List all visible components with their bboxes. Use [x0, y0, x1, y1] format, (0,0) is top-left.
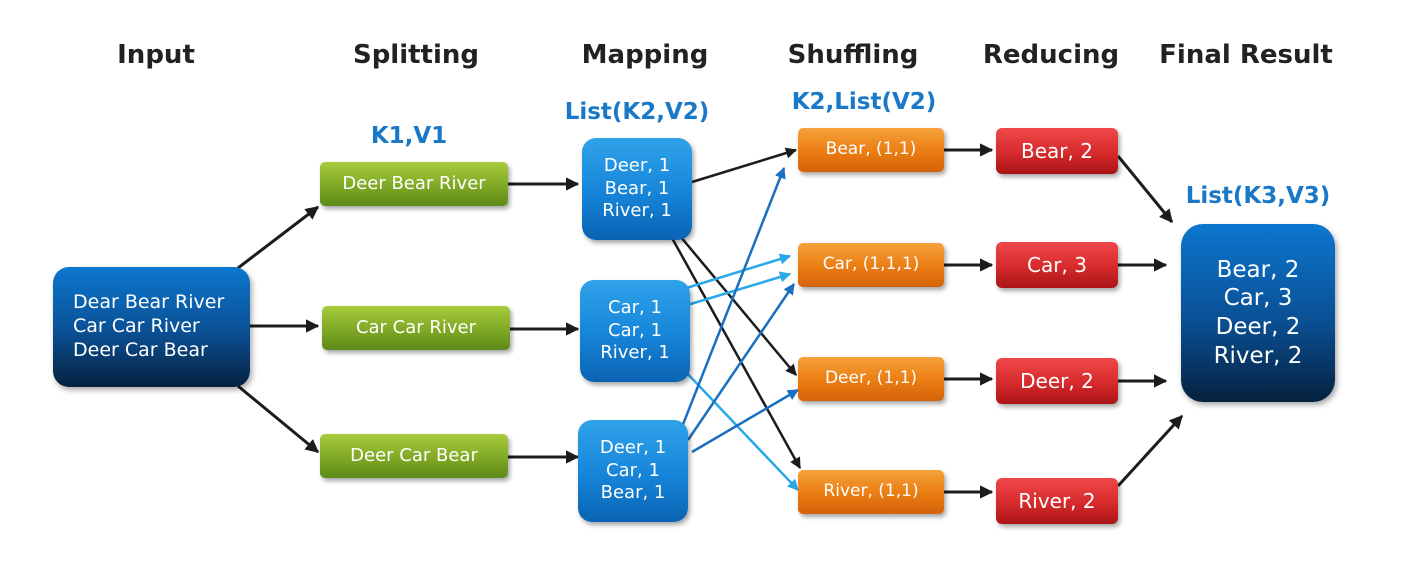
split-text: Car Car River: [355, 316, 477, 338]
map-pair: Deer, 1: [599, 437, 667, 459]
kv-label-mapping: List(K2,V2): [564, 99, 710, 125]
stage-title-reducing: Reducing: [982, 40, 1120, 70]
split-box-3: Deer Car Bear: [320, 434, 508, 478]
result-pair: Car, 3: [1223, 285, 1293, 312]
result-pair: River, 2: [1213, 342, 1303, 369]
reduce-box-bear: Bear, 2: [996, 128, 1118, 174]
map-pair: River, 1: [602, 200, 672, 222]
shuffle-text: River, (1,1): [823, 481, 919, 502]
arrow-input-split-3: [237, 384, 320, 454]
input-line: Dear Bear River: [73, 291, 225, 314]
arrow-input-split-1: [237, 205, 320, 270]
arrow-reduce-result-4: [1116, 414, 1184, 488]
reduce-box-car: Car, 3: [996, 242, 1118, 288]
kv-label-splitting: K1,V1: [370, 123, 448, 149]
arrow-map1-deer: [679, 235, 797, 376]
map-pair: Car, 1: [608, 319, 662, 341]
stage-title-final-result: Final Result: [1159, 40, 1333, 70]
stage-title-mapping: Mapping: [581, 40, 709, 70]
stage-title-shuffling: Shuffling: [787, 40, 919, 70]
shuffle-text: Car, (1,1,1): [822, 254, 920, 275]
shuffle-box-bear: Bear, (1,1): [798, 128, 944, 172]
arrow-map2-car-a: [679, 253, 792, 292]
reduce-text: River, 2: [1018, 488, 1096, 513]
shuffle-box-river: River, (1,1): [798, 470, 944, 514]
arrow-map3-car: [686, 283, 796, 441]
kv-label-shuffling: K2,List(V2): [791, 89, 937, 115]
reduce-text: Car, 3: [1027, 252, 1087, 277]
split-text: Deer Bear River: [342, 172, 486, 194]
input-box: Dear Bear River Car Car River Deer Car B…: [53, 267, 250, 387]
result-pair: Deer, 2: [1215, 314, 1301, 340]
map-pair: Deer, 1: [603, 155, 671, 177]
result-pair: Bear, 2: [1216, 256, 1300, 283]
input-line: Deer Car Bear: [73, 338, 208, 361]
split-box-1: Deer Bear River: [320, 162, 508, 206]
shuffle-box-car: Car, (1,1,1): [798, 243, 944, 287]
input-line: Car Car River: [73, 315, 200, 338]
reduce-text: Bear, 2: [1021, 138, 1093, 163]
shuffle-text: Bear, (1,1): [825, 139, 917, 160]
map-box-1: Deer, 1 Bear, 1 River, 1: [582, 138, 692, 240]
arrow-map1-river: [670, 237, 802, 469]
reduce-text: Deer, 2: [1020, 368, 1094, 393]
reduce-box-deer: Deer, 2: [996, 358, 1118, 404]
reduce-box-river: River, 2: [996, 478, 1118, 524]
arrow-map2-river: [683, 369, 799, 491]
stage-title-input: Input: [117, 40, 195, 70]
map-pair: Car, 1: [608, 297, 662, 319]
arrow-map1-bear: [691, 147, 798, 184]
arrow-map3-bear: [678, 166, 786, 433]
arrow-map3-deer: [691, 388, 799, 454]
split-text: Deer Car Bear: [350, 444, 478, 466]
stage-title-splitting: Splitting: [352, 40, 480, 70]
split-box-2: Car Car River: [322, 306, 510, 350]
map-pair: Car, 1: [606, 459, 660, 481]
map-box-3: Deer, 1 Car, 1 Bear, 1: [578, 420, 688, 522]
map-pair: Bear, 1: [600, 482, 666, 504]
kv-label-final: List(K3,V3): [1185, 183, 1331, 209]
arrow-reduce-result-1: [1116, 155, 1174, 224]
map-box-2: Car, 1 Car, 1 River, 1: [580, 280, 690, 382]
final-result-box: Bear, 2 Car, 3 Deer, 2 River, 2: [1181, 224, 1335, 402]
shuffle-box-deer: Deer, (1,1): [798, 357, 944, 401]
shuffle-text: Deer, (1,1): [824, 368, 918, 389]
map-pair: River, 1: [600, 342, 670, 364]
map-pair: Bear, 1: [604, 177, 670, 199]
